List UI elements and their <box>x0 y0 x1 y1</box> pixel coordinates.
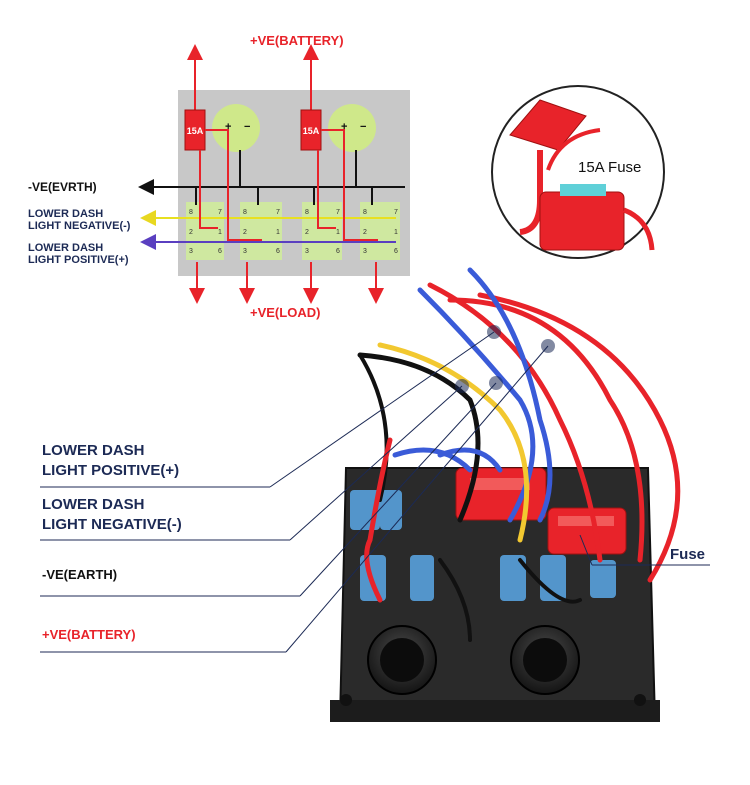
svg-text:+: + <box>341 121 347 133</box>
fuse-left: 15A <box>184 109 206 151</box>
svg-text:3: 3 <box>189 248 193 255</box>
relay-2: 8 7 2 1 3 6 <box>240 202 282 260</box>
svg-text:7: 7 <box>218 209 222 216</box>
top-battery-label: +VE(BATTERY) <box>250 33 344 48</box>
svg-text:6: 6 <box>218 248 222 255</box>
usb-socket-left: + − <box>212 104 260 152</box>
fuse-left-label: 15A <box>187 126 204 136</box>
lower-dash-positive-small: LOWER DASH LIGHT POSITIVE(+) <box>28 242 129 266</box>
photo-lower-dash-positive: LOWER DASH LIGHT POSITIVE(+) <box>42 442 180 479</box>
svg-text:3: 3 <box>363 248 367 255</box>
photo-ve-earth: -VE(EARTH) <box>42 567 118 582</box>
svg-text:3: 3 <box>243 248 247 255</box>
svg-text:6: 6 <box>394 248 398 255</box>
svg-text:1: 1 <box>276 229 280 236</box>
svg-text:3: 3 <box>305 248 309 255</box>
relay-4: 8 7 2 1 3 6 <box>360 202 400 260</box>
load-label: +VE(LOAD) <box>250 305 321 320</box>
svg-text:2: 2 <box>305 229 309 236</box>
photo-ve-battery: +VE(BATTERY) <box>42 627 136 642</box>
svg-text:−: − <box>244 121 250 133</box>
svg-text:8: 8 <box>363 209 367 216</box>
svg-text:8: 8 <box>189 209 193 216</box>
svg-text:6: 6 <box>336 248 340 255</box>
fuse-callout-label: 15A Fuse <box>578 159 641 176</box>
callout-dots <box>455 325 555 393</box>
svg-text:−: − <box>360 121 366 133</box>
switch-panel-photo <box>330 467 660 722</box>
svg-text:8: 8 <box>243 209 247 216</box>
svg-text:1: 1 <box>394 229 398 236</box>
lower-dash-negative-small: LOWER DASH LIGHT NEGATIVE(-) <box>28 208 131 232</box>
photo-fuse-label: Fuse <box>670 546 706 563</box>
vevrth-label: -VE(EVRTH) <box>28 180 97 194</box>
svg-text:7: 7 <box>336 209 340 216</box>
relay-3: 8 7 2 1 3 6 <box>302 202 342 260</box>
usb-socket-right: + − <box>328 104 376 152</box>
photo-lower-dash-negative: LOWER DASH LIGHT NEGATIVE(-) <box>42 496 182 533</box>
svg-text:7: 7 <box>394 209 398 216</box>
fuse-inset <box>491 85 665 259</box>
svg-text:6: 6 <box>276 248 280 255</box>
svg-text:2: 2 <box>243 229 247 236</box>
svg-text:7: 7 <box>276 209 280 216</box>
relay-1: 8 7 2 1 3 6 <box>186 202 224 260</box>
callout-leaders <box>40 331 710 653</box>
svg-text:1: 1 <box>336 229 340 236</box>
fuse-right: 15A <box>300 109 322 151</box>
fuse-right-label: 15A <box>303 126 320 136</box>
svg-text:1: 1 <box>218 229 222 236</box>
svg-text:+: + <box>225 121 231 133</box>
photo-wires <box>357 267 681 642</box>
svg-text:2: 2 <box>363 229 367 236</box>
svg-text:8: 8 <box>305 209 309 216</box>
svg-text:2: 2 <box>189 229 193 236</box>
